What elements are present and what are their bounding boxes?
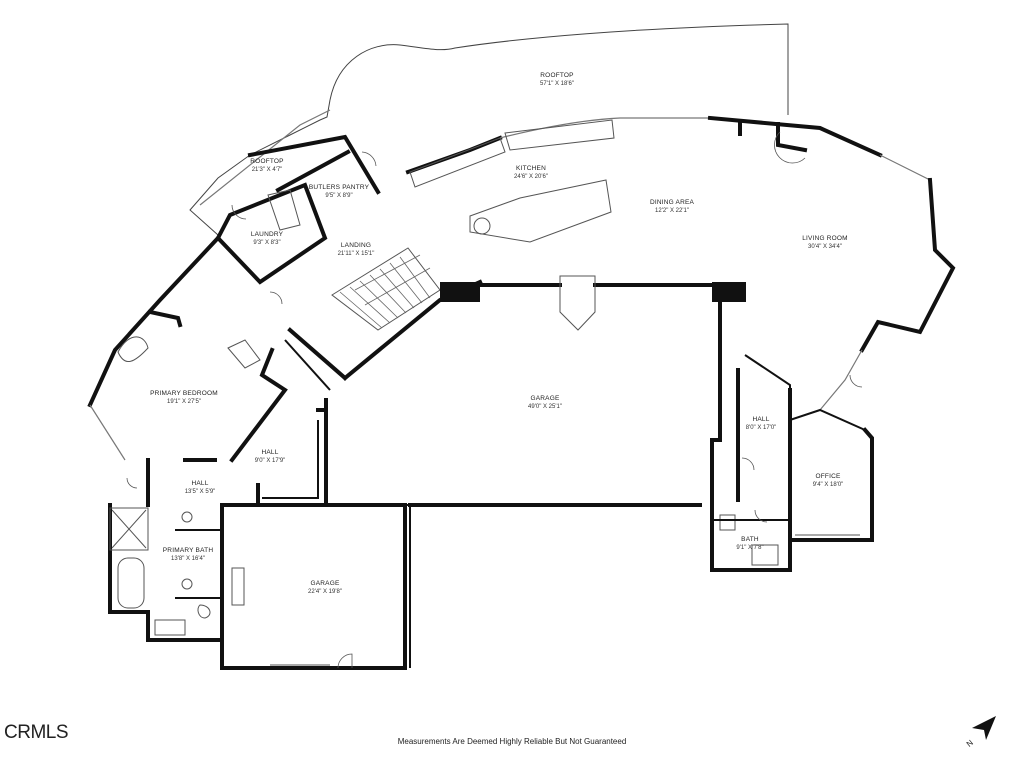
room-landing-dims: 21'11" X 15'1": [337, 251, 375, 257]
room-garage-large-name: GARAGE: [530, 395, 560, 402]
room-primary-bedroom-name: PRIMARY BEDROOM: [150, 390, 218, 397]
small-garage-walls: [220, 503, 411, 670]
big-garage-walls: [324, 275, 746, 507]
room-kitchen-dims: 24'6" X 20'6": [514, 174, 548, 180]
room-office-dims: 9'4" X 18'0": [812, 482, 844, 488]
room-living-room-name: LIVING ROOM: [802, 235, 848, 242]
landing-stairs: [331, 247, 441, 331]
room-hall-east-dims: 8'0" X 17'0": [745, 425, 777, 431]
room-garage-small-dims: 22'4" X 19'8": [308, 589, 342, 595]
room-laundry-name: LAUNDRY: [250, 231, 284, 238]
room-hall-center-name: HALL: [261, 449, 279, 456]
room-dining-area-dims: 12'2" X 22'1": [655, 208, 689, 214]
room-rooftop-small-name: ROOFTOP: [250, 158, 284, 165]
room-landing-name: LANDING: [340, 242, 372, 249]
room-garage-small-name: GARAGE: [310, 580, 340, 587]
brand-logo-text: CRMLS: [4, 722, 69, 743]
main-curved-wall: [405, 115, 956, 411]
primary-bedroom-walls: [87, 235, 288, 463]
room-hall-center-dims: 9'0" X 17'9": [254, 458, 286, 464]
room-living-room-dims: 30'4" X 34'4": [808, 244, 842, 250]
room-hall-west-name: HALL: [191, 480, 209, 487]
room-office-name: OFFICE: [815, 473, 841, 480]
room-garage-large-dims: 49'0" X 25'1": [528, 404, 562, 410]
rooftop-deck-outline: [189, 23, 789, 236]
door-swings: [126, 131, 863, 523]
room-rooftop-small-dims: 21'3" X 4'7": [251, 167, 283, 173]
primary-bath-walls: [108, 503, 224, 642]
room-hall-east-name: HALL: [752, 416, 770, 423]
measurement-disclaimer: Measurements Are Deemed Highly Reliable …: [397, 737, 627, 746]
room-rooftop-large-dims: 57'1" X 18'6": [540, 81, 574, 87]
pantry-laundry-walls: [215, 134, 381, 285]
room-primary-bedroom-dims: 19'1" X 27'5": [167, 399, 201, 405]
room-butlers-pantry-dims: 9'5" X 8'9": [325, 193, 353, 199]
north-arrow-icon: [972, 716, 996, 740]
room-dining-area-name: DINING AREA: [649, 199, 695, 206]
room-butlers-pantry-name: BUTLERS PANTRY: [308, 184, 370, 191]
hall-walls: [146, 327, 348, 507]
room-hall-west-dims: 13'5" X 5'9": [184, 489, 216, 495]
kitchen-fixtures: [409, 119, 615, 243]
room-bath-dims: 9'1" X 7'8": [736, 545, 764, 551]
room-kitchen-name: KITCHEN: [516, 165, 546, 172]
room-bath-name: BATH: [741, 536, 759, 543]
room-primary-bath-name: PRIMARY BATH: [162, 547, 214, 554]
room-rooftop-large-name: ROOFTOP: [540, 72, 574, 79]
room-laundry-dims: 9'3" X 8'3": [253, 240, 281, 246]
room-primary-bath-dims: 13'8" X 16'4": [171, 556, 205, 562]
east-wing-walls: [710, 354, 874, 572]
